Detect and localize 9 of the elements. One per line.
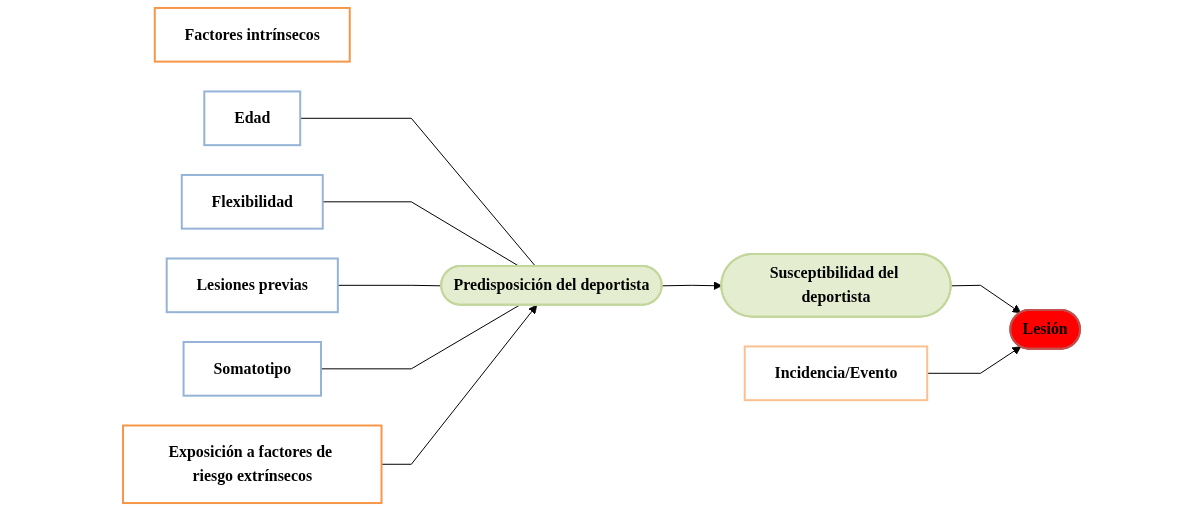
node-box: Exposición a factores de riesgo extrínsecos [122, 424, 383, 505]
node-box: Incidencia/Evento [743, 345, 929, 402]
node-box: Edad [203, 90, 302, 147]
node-box: Lesiones previas [165, 257, 339, 314]
arrow [381, 304, 538, 465]
node-box: Factores intrínsecos [153, 6, 351, 63]
node-box: Somatotipo [182, 341, 322, 397]
node-box: Flexibilidad [180, 173, 324, 230]
connector [320, 304, 520, 370]
